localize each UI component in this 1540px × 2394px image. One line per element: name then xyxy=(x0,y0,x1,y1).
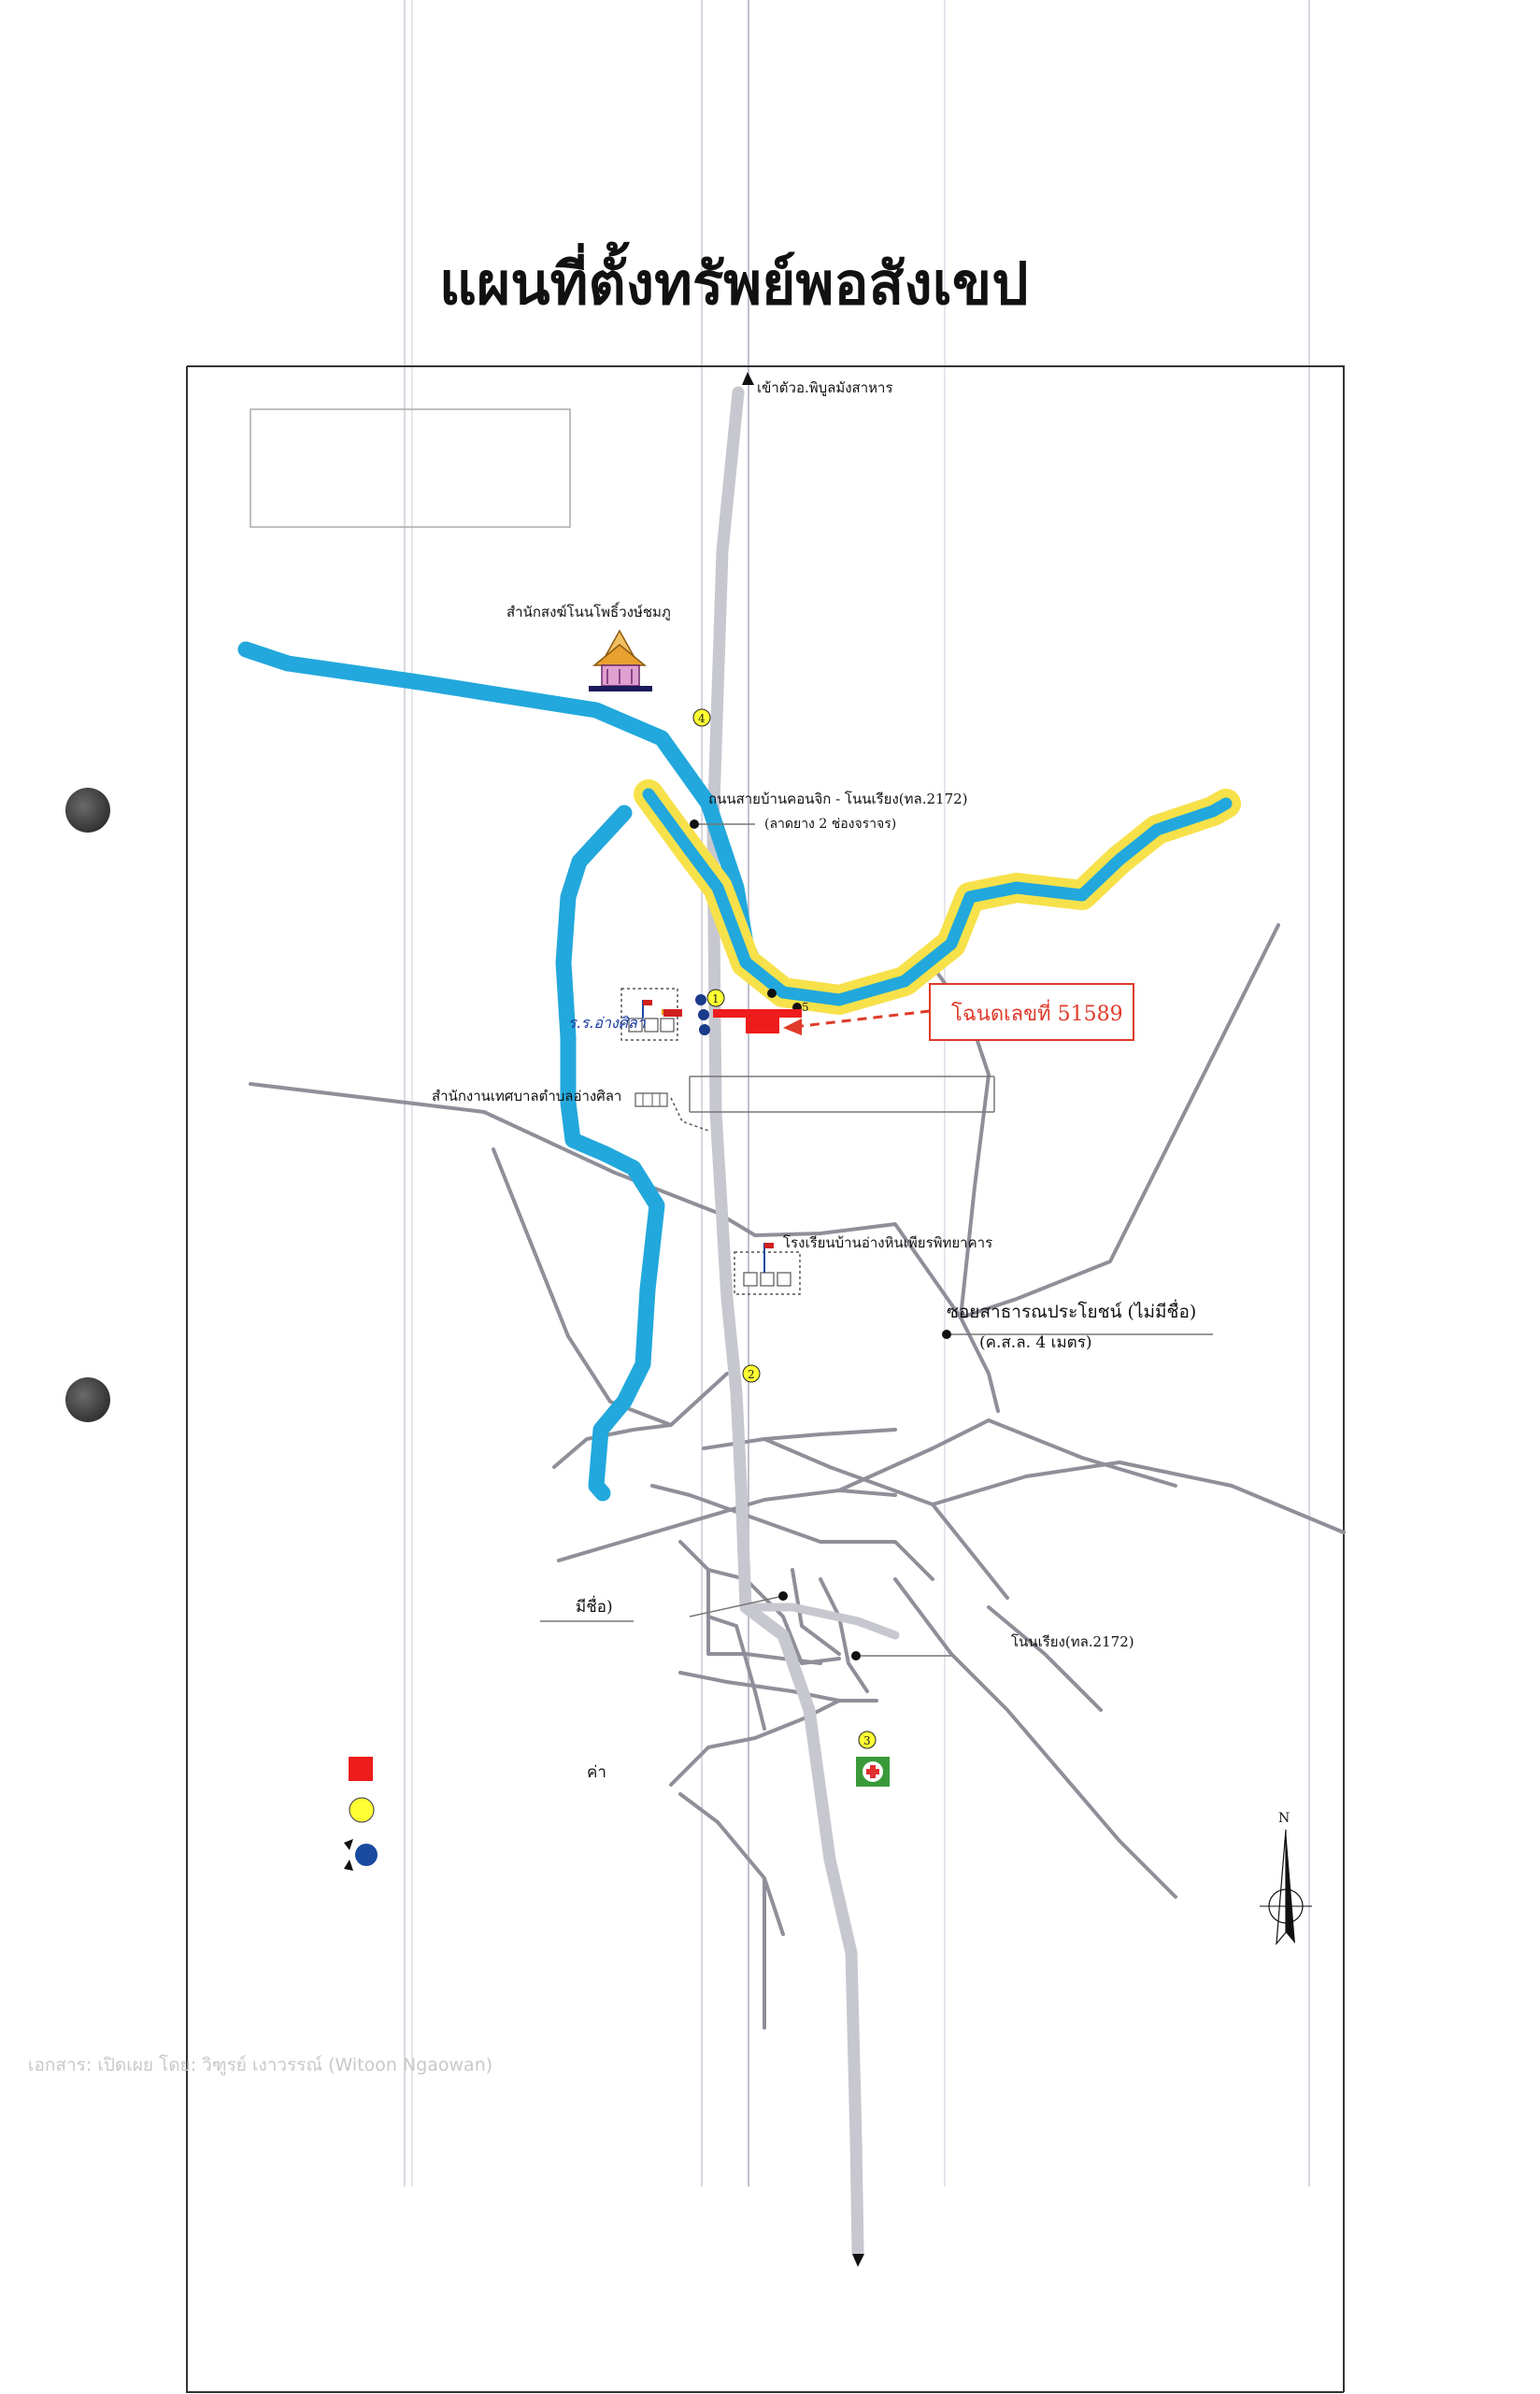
main-road-spec: (ลาดยาง 2 ช่องจราจร) xyxy=(764,817,896,832)
punch-hole xyxy=(65,1377,110,1422)
legend-partial-label: ค่า xyxy=(587,1763,606,1782)
temple-label: สำนักสงฆ์โนนโพธิ์วงษ์ชมภู xyxy=(506,602,671,620)
school-label: ร.ร.อ่างศิลา xyxy=(568,1014,647,1032)
high-school-label: โรงเรียนบ้านอ่างหินเพียรพิทยาคาร xyxy=(783,1234,992,1251)
watermark: เอกสาร: เปิดเผย โดย: วิฑูรย์ เงาวรรณ์ (W… xyxy=(28,2055,493,2075)
soi-label: ซอยสาธารณประโยชน์ (ไม่มีชื่อ) xyxy=(947,1299,1196,1322)
map-canvas: โฉนดเลขที่ 51589 1 2 3 4 5 N เข้าตัวอ.พิ… xyxy=(186,365,1346,2393)
school-icon xyxy=(620,988,678,1041)
punch-hole xyxy=(65,788,110,833)
south-road-label: โนนเรียง(ทล.2172) xyxy=(1011,1633,1134,1650)
legend-property-icon xyxy=(349,1757,373,1781)
main-road-label: ถนนสายบ้านคอนจิก - โนนเรียง(ทล.2172) xyxy=(708,791,968,807)
municipality-label: สำนักงานเทศบาลตำบลอ่างศิลา xyxy=(432,1088,621,1104)
marker-1-label: 1 xyxy=(712,992,720,1005)
callout-arrowhead xyxy=(783,1019,802,1035)
scan-line xyxy=(404,0,406,2187)
marker-1: 1 xyxy=(706,989,725,1007)
map-inset-box xyxy=(250,408,571,528)
soi-spec: (ค.ส.ล. 4 เมตร) xyxy=(979,1333,1091,1352)
marker-2-label: 2 xyxy=(748,1368,755,1381)
main-road-hwy2172 xyxy=(706,386,864,2259)
callout-arrow-line xyxy=(801,1009,931,1028)
left-partial-label: มีชื่อ) xyxy=(576,1595,613,1617)
hospital-icon xyxy=(856,1757,890,1787)
school-marker-icons xyxy=(663,994,710,1035)
scan-line xyxy=(1308,0,1310,2187)
north-road-arrow xyxy=(742,372,754,385)
canal-glow xyxy=(634,779,1241,1015)
marker-3: 3 xyxy=(858,1731,877,1749)
high-school-icon xyxy=(734,1243,801,1295)
north-label: N xyxy=(1278,1811,1290,1826)
leader-lines xyxy=(540,823,1213,1657)
marker-3-label: 3 xyxy=(863,1734,871,1747)
temple-icon xyxy=(589,629,652,691)
marker-4: 4 xyxy=(692,708,711,727)
river-branch xyxy=(555,805,665,1502)
north-arrow-icon: N xyxy=(1260,1811,1312,1945)
scan-line xyxy=(944,0,946,2187)
page-title: แผนที่ตั้งทรัพย์พอสังเขป xyxy=(439,249,1029,318)
canal xyxy=(642,788,1233,1006)
north-road-label: เข้าตัวอ.พิบูลมังสาหาร xyxy=(757,379,893,396)
scan-line xyxy=(701,0,703,2187)
scan-line xyxy=(411,0,413,2187)
legend-junction-icon xyxy=(344,1839,378,1871)
property-parcel xyxy=(746,1009,779,1033)
marker-2: 2 xyxy=(742,1364,761,1383)
municipality-icon xyxy=(635,1092,709,1132)
scan-line xyxy=(748,0,749,2187)
river xyxy=(237,641,766,980)
marker-4-label: 4 xyxy=(698,712,706,725)
callout-label: โฉนดเลขที่ 51589 xyxy=(951,999,1123,1026)
legend-marker-icon xyxy=(349,1797,375,1823)
south-road-arrow xyxy=(852,2254,864,2267)
branch-road xyxy=(741,1603,900,1640)
minor-road-network xyxy=(249,923,1346,2030)
marker-5-label: 5 xyxy=(802,1001,809,1014)
